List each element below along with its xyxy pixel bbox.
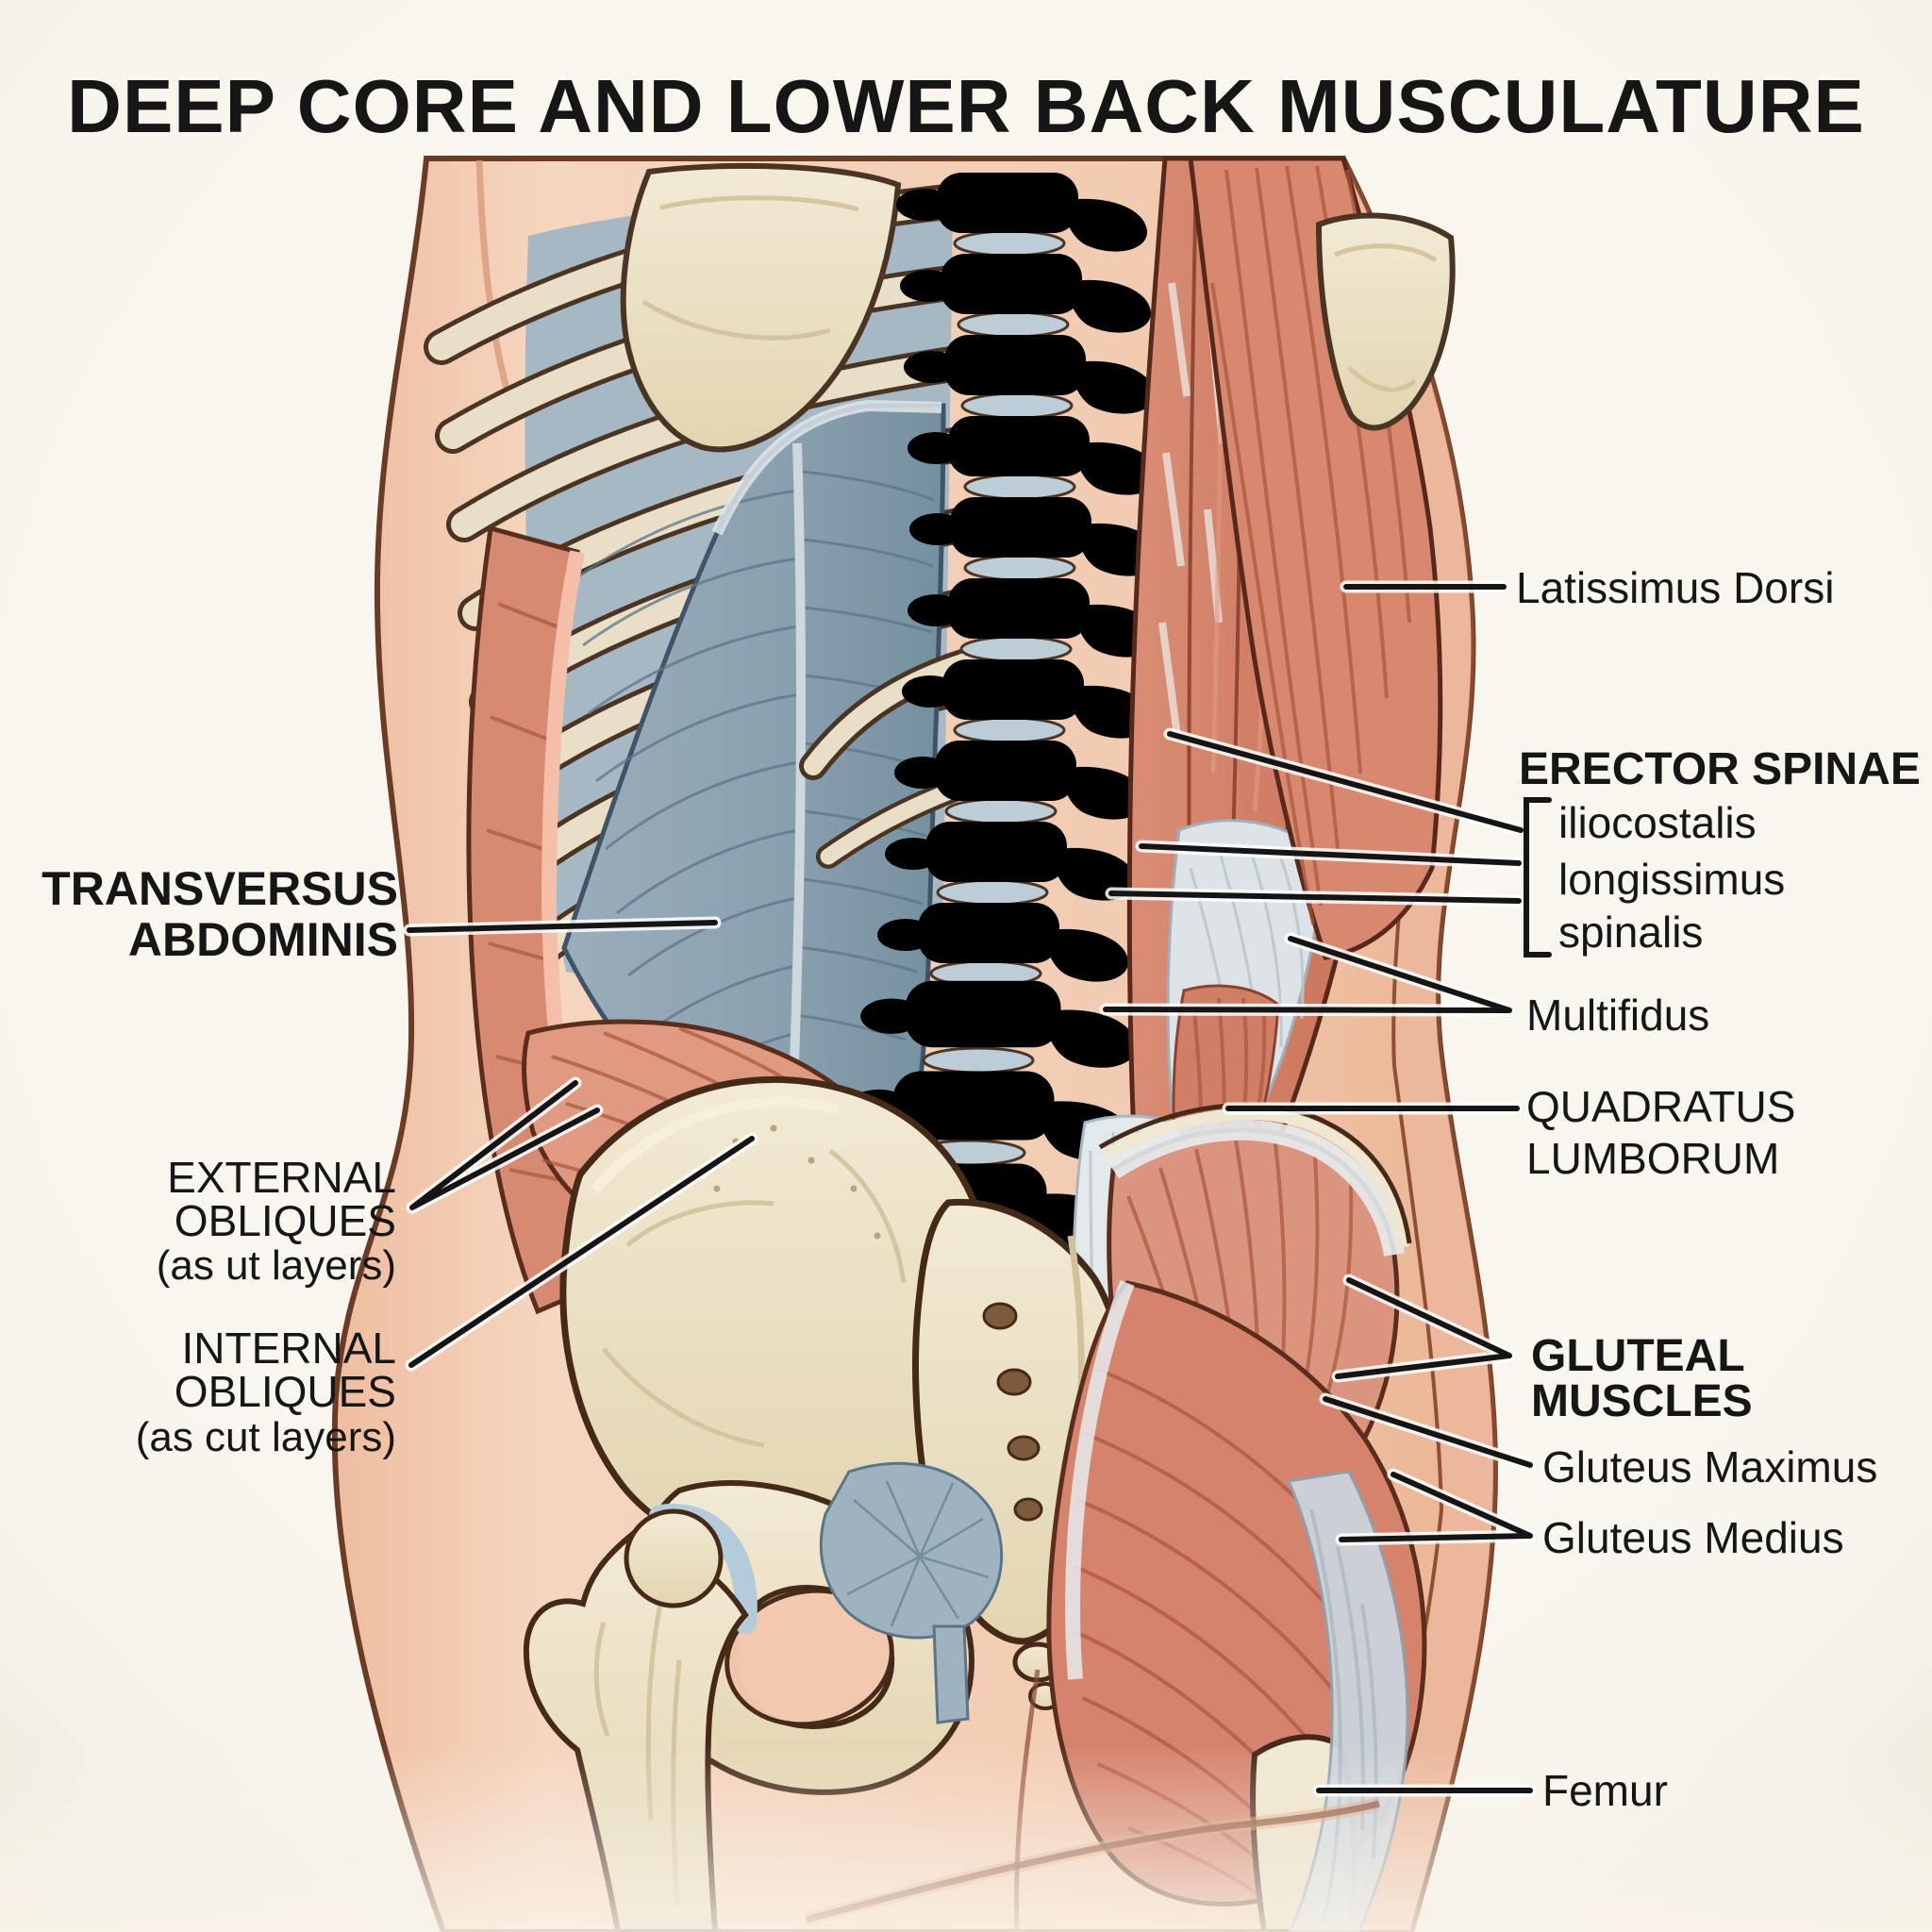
leader-iliocostalis [1167,731,1524,833]
label-femur: Femur [1542,1766,1668,1815]
femoral-head [624,1508,724,1608]
label-latissimus-dorsi: Latissimus Dorsi [1516,563,1834,612]
pubic-symphysis [932,1624,970,1724]
latissimus-dorsi-muscle [1188,156,1456,960]
label-iliocostalis: iliocostalis [1558,798,1757,847]
leader-gluteus-maximus [1323,1396,1533,1468]
label-external-obliques-line1: EXTERNAL [167,1153,396,1202]
label-internal-obliques-line3: (as cut layers) [136,1414,396,1460]
label-longissimus: longissimus [1558,855,1785,904]
label-gluteal-line2: MUSCLES [1531,1376,1753,1426]
leader-external-obliques [409,1080,600,1210]
leader-spinalis [1108,891,1522,904]
label-external-obliques-line2: OBLIQUES [175,1196,396,1245]
label-multifidus: Multifidus [1526,991,1709,1040]
leader-gluteus-medius [1339,1472,1533,1542]
label-internal-obliques-line1: INTERNAL [182,1324,396,1373]
obturator-foramen [724,1588,894,1727]
leader-multifidus [1103,936,1512,1013]
label-external-obliques-line3: (as ut layers) [157,1242,396,1289]
label-gluteus-maximus: Gluteus Maximus [1542,1442,1877,1491]
bottom-fade [0,1745,1932,1932]
leader-lines [403,580,1552,1797]
erector-bracket [1524,797,1552,958]
leader-gluteal [1335,1277,1512,1379]
leader-longissimus [1139,843,1522,866]
scapula-left [620,162,902,453]
label-internal-obliques-line2: OBLIQUES [175,1367,396,1416]
label-transversus-line1: TRANSVERSUS [42,862,398,915]
scapula-right [1315,212,1456,431]
page-title: DEEP CORE AND LOWER BACK MUSCULATURE [67,64,1865,148]
leader-internal-obliques [408,1136,755,1368]
leader-transversus [407,920,718,933]
label-spinalis: spinalis [1558,908,1703,957]
label-gluteal-line1: GLUTEAL [1531,1331,1745,1381]
label-gluteus-medius: Gluteus Medius [1542,1513,1844,1562]
label-quadratus-line2: LUMBORUM [1526,1134,1779,1183]
label-erector-spinae: ERECTOR SPINAE [1519,744,1921,794]
labels: DEEP CORE AND LOWER BACK MUSCULATURE TRA… [42,64,1921,1815]
label-quadratus-line1: QUADRATUS [1526,1082,1795,1131]
label-transversus-line2: ABDOMINIS [128,913,398,966]
